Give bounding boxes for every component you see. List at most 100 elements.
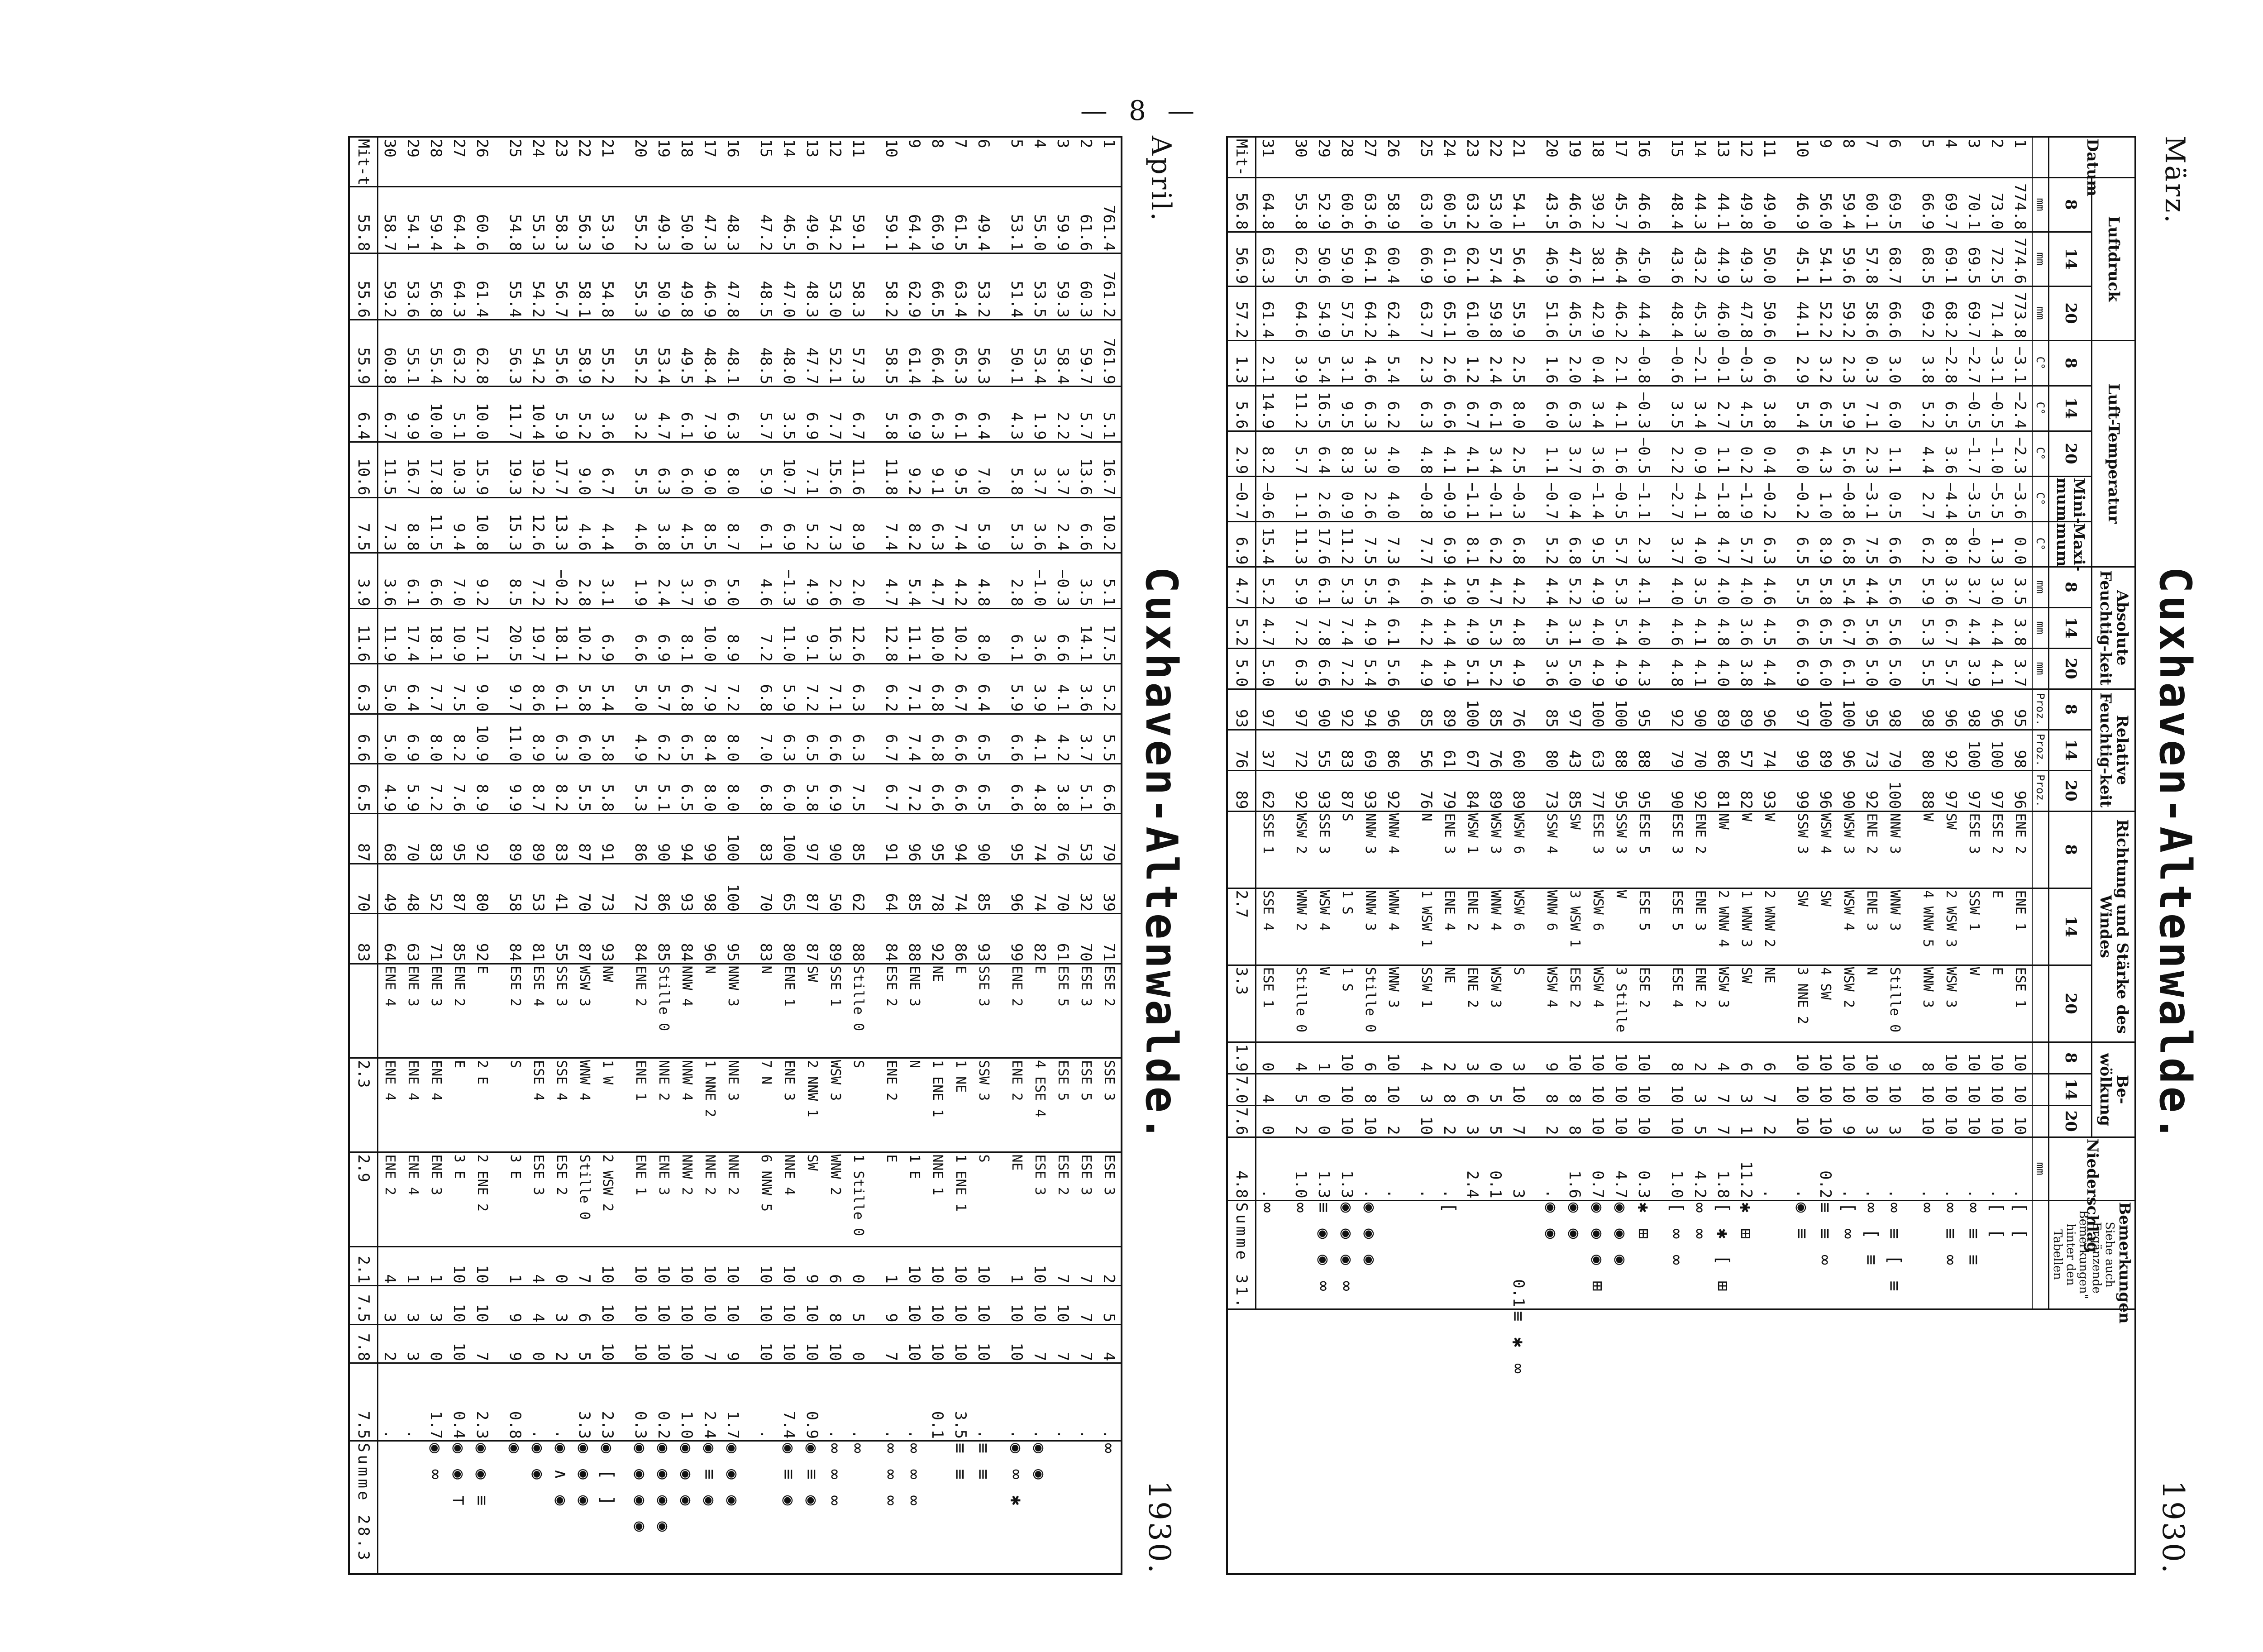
table-cell: WSW 2: [1837, 965, 1860, 1042]
table-cell: 1: [1005, 1246, 1028, 1286]
table-cell: [2032, 1200, 2049, 1309]
table-cell: NNE 2: [698, 1152, 721, 1247]
table-cell: [1781, 770, 1791, 812]
table-cell: 55.6: [550, 320, 573, 387]
table-cell: [745, 553, 754, 609]
table-cell: NE: [1005, 1152, 1028, 1247]
table-cell: ESE 3: [1074, 1152, 1098, 1247]
table-cell: 13.3: [550, 497, 573, 553]
table-cell: 10: [1632, 1074, 1656, 1106]
table-cell: 90: [972, 813, 995, 864]
table-cell: 1 ENE 1: [949, 1152, 972, 1247]
table-cell: 3.7: [1665, 521, 1689, 567]
table-cell: ESE 3: [1586, 811, 1609, 888]
table-cell: 10: [596, 1285, 619, 1325]
table-cell: [870, 764, 880, 814]
table-cell: [1404, 811, 1415, 888]
table-cell: 8.0: [698, 764, 721, 814]
table-cell: −0.8: [1837, 476, 1860, 522]
table-cell: 3.6: [1586, 431, 1609, 477]
table-cell: 92: [1939, 730, 1962, 771]
table-cell: 7.6: [1227, 1105, 1256, 1137]
table-cell: [870, 1246, 880, 1286]
table-cell: 12.6: [847, 608, 870, 664]
table-cell: [619, 1441, 629, 1574]
table-cell: 5.4: [1312, 340, 1336, 386]
table-cell: [1279, 177, 1289, 232]
table-cell: 54.8: [596, 253, 619, 320]
table-cell: 6.8: [675, 664, 698, 714]
table-cell: 4.0: [1586, 607, 1609, 649]
table-cell: 3.6: [596, 386, 619, 442]
table-cell: 83: [1335, 730, 1359, 771]
table-cell: 3.9: [1962, 648, 1986, 689]
table-cell: 6.2: [1916, 521, 1939, 567]
table-cell: 2.7: [1916, 476, 1939, 522]
table-cell: 65.1: [1437, 286, 1461, 341]
table-cell: 3: [1461, 1042, 1484, 1074]
table-cell: [1279, 1105, 1289, 1137]
table-cell: [619, 186, 629, 253]
table-cell: 93: [972, 913, 995, 964]
table-cell: 82: [1734, 770, 1758, 812]
table-cell: 10: [471, 1246, 494, 1286]
table-cell: 3.9: [349, 553, 378, 609]
table-cell: [870, 1363, 880, 1441]
table-cell: 55.2: [629, 320, 652, 387]
table-cell: ENE 4: [401, 1058, 425, 1152]
table-cell: 10: [1860, 1042, 1883, 1074]
table-cell: [1404, 648, 1415, 689]
table-cell: 44.3: [1688, 177, 1712, 232]
table-cell: 6.7: [377, 386, 401, 442]
table-cell: [494, 137, 504, 187]
table-cell: .: [847, 1363, 870, 1441]
table-cell: S: [504, 1058, 527, 1152]
table-cell: WSW 4: [1312, 888, 1336, 965]
table-cell: [619, 253, 629, 320]
table-cell: 74: [1028, 864, 1051, 914]
table-cell: 1 NNE 2: [698, 1058, 721, 1152]
table-cell: 69.1: [1939, 232, 1962, 286]
table-cell: 3.6: [1939, 431, 1962, 477]
table-cell: .: [1098, 1363, 1122, 1441]
table-cell: 4.3: [1814, 431, 1837, 477]
table-cell: 10: [1507, 1074, 1530, 1106]
table-cell: 8: [1665, 1042, 1689, 1074]
table-cell: 73.0: [1985, 177, 2009, 232]
table-cell: 4.7: [880, 553, 903, 609]
table-cell: 61: [1437, 730, 1461, 771]
table-cell: SSW 4: [1540, 811, 1563, 888]
table-cell: 92: [1335, 689, 1359, 730]
table-cell: 3.4: [1484, 431, 1507, 477]
table-cell: 84: [675, 913, 698, 964]
table-cell: 89: [504, 813, 527, 864]
table-cell: NNW 2: [675, 1152, 698, 1247]
table-cell: 5.1: [448, 386, 471, 442]
table-cell: 5: [1484, 1105, 1507, 1137]
table-cell: Summe 28.3: [349, 1441, 378, 1574]
table-cell: 11.5: [425, 497, 448, 553]
table-cell: 50.0: [675, 186, 698, 253]
table-cell: 1 WNW 3: [1734, 888, 1758, 965]
table-cell: 9.0: [471, 664, 494, 714]
table-cell: 10: [1335, 1074, 1359, 1106]
table-cell: 6.8: [754, 664, 778, 714]
table-cell: −4.1: [1688, 476, 1712, 522]
table-cell: 12.8: [880, 608, 903, 664]
table-cell: [1781, 567, 1791, 608]
table-cell: [619, 813, 629, 864]
table-cell: 4.9: [1358, 607, 1382, 649]
table-cell: 4.7: [652, 386, 675, 442]
table-cell: mm: [2032, 232, 2049, 286]
table-cell: 1: [401, 1246, 425, 1286]
table-cell: 53.9: [596, 186, 619, 253]
table-cell: 6.9: [1227, 521, 1256, 567]
table-cell: 6.9: [1437, 521, 1461, 567]
table-cell: 10: [471, 1285, 494, 1325]
table-cell: [494, 1152, 504, 1247]
